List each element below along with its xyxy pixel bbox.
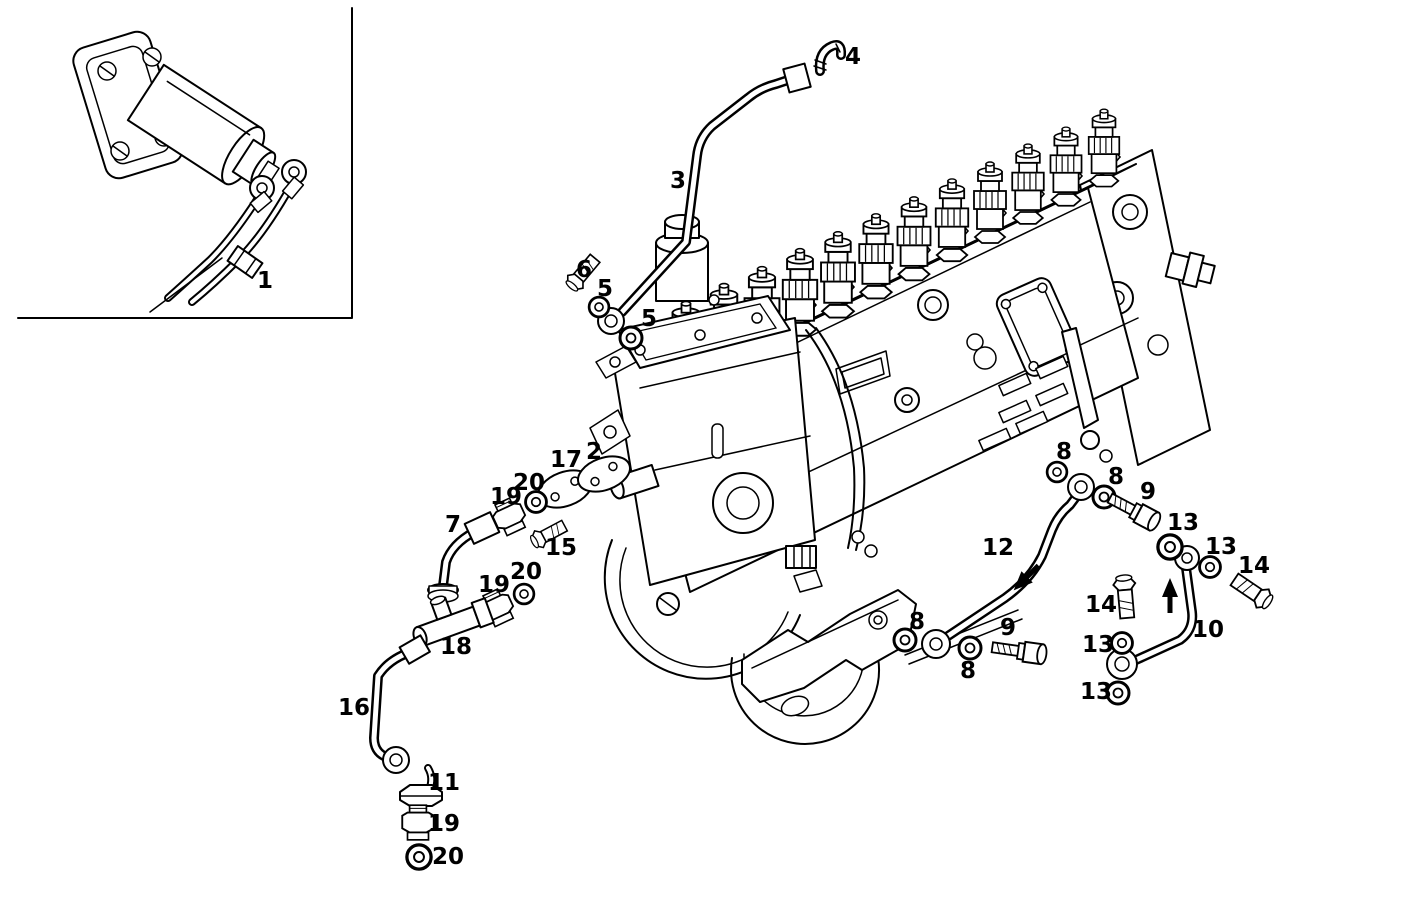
part-5-washer [587, 295, 611, 319]
part-19-nipple [401, 804, 435, 841]
vent-slots [978, 355, 1069, 452]
part-5-washer [618, 325, 644, 351]
part-2-gasket [577, 455, 631, 493]
inset-box [17, 7, 353, 319]
support-strap [785, 327, 878, 593]
part-15-bolt [527, 516, 570, 552]
camshaft-stub [1164, 251, 1216, 288]
part-16-pipe [369, 634, 431, 774]
part-13-washer [1156, 533, 1184, 561]
end-lever [1061, 327, 1113, 463]
part-8-washer [957, 635, 983, 661]
part-12-pipe [921, 473, 1095, 659]
part-13-washer [1105, 680, 1131, 706]
governor-cylinder [655, 214, 709, 302]
part-20-washer [524, 490, 548, 514]
part-14-bolt [1227, 569, 1278, 614]
inset-hoses [149, 159, 307, 313]
part-11-elbow [399, 764, 443, 807]
part-7-pipe [427, 511, 501, 603]
part-3-fuel-pipe [597, 62, 812, 335]
part-8-washer [1045, 460, 1069, 484]
part-20-washer [405, 843, 433, 871]
part-20-washer [512, 582, 536, 606]
direction-arrow [1162, 578, 1178, 613]
part-10-pipe [1106, 545, 1200, 680]
part-18-tee-fitting [412, 595, 495, 648]
part-8-washer [892, 627, 918, 653]
inset-border [17, 7, 353, 319]
inset-shutoff-device [72, 30, 307, 313]
part-13-washer [1198, 555, 1222, 579]
direction-arrows [1008, 559, 1178, 613]
name-plate [835, 350, 891, 395]
part-9-banjo-bolt [1104, 488, 1164, 534]
part-6-bolt [561, 251, 604, 296]
part-14-bolt [1111, 573, 1140, 620]
solenoid-body [126, 63, 280, 187]
part-13-washer [1110, 631, 1134, 655]
part-4-elbow-fitting [813, 40, 847, 76]
part-9-banjo-bolt [989, 636, 1049, 666]
